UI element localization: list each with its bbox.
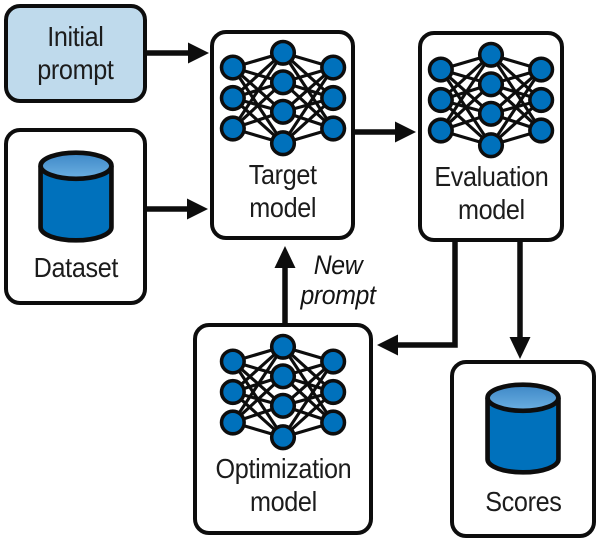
arrow-evaluation-model-to-optimization-model — [377, 240, 458, 356]
node-scores: Scores — [450, 360, 596, 538]
neural-network-icon — [219, 39, 347, 159]
node-label: Initial prompt — [37, 20, 114, 87]
neural-network-icon — [219, 333, 347, 453]
label-line: model — [249, 191, 316, 223]
node-initial-prompt: Initial prompt — [4, 4, 147, 103]
database-cylinder-icon — [481, 380, 565, 477]
arrow-initial-prompt-to-target-model — [147, 42, 209, 64]
label-line: prompt — [37, 53, 114, 85]
node-evaluation-model: Evaluation model — [418, 31, 564, 242]
node-label: Scores — [484, 485, 562, 519]
edge-label-new-prompt: New prompt — [295, 250, 381, 310]
label-line: model — [457, 193, 525, 225]
node-optimization-model: Optimization model — [193, 323, 373, 535]
label-line: model — [249, 485, 317, 517]
label-line: Scores — [484, 485, 562, 517]
label-line: Target — [248, 159, 317, 190]
label-line: prompt — [300, 279, 376, 310]
label-line: Optimization — [215, 453, 351, 484]
label-line: New — [313, 250, 363, 280]
label-line: Dataset — [33, 252, 118, 284]
node-label: Dataset — [33, 252, 118, 285]
label-line: Evaluation — [433, 161, 549, 192]
arrow-dataset-to-target-model — [147, 198, 208, 220]
arrow-target-model-to-evaluation-model — [355, 121, 416, 143]
database-cylinder-icon — [34, 148, 118, 245]
node-label: Optimization model — [215, 453, 351, 519]
label-line: Initial — [47, 20, 104, 52]
arrow-optimization-model-to-target-model — [274, 246, 296, 324]
node-dataset: Dataset — [4, 128, 147, 305]
neural-network-icon — [427, 41, 555, 161]
node-label: Target model — [249, 159, 317, 225]
node-label: Evaluation model — [434, 161, 548, 227]
arrow-evaluation-model-to-scores — [509, 240, 531, 359]
node-target-model: Target model — [210, 30, 355, 240]
